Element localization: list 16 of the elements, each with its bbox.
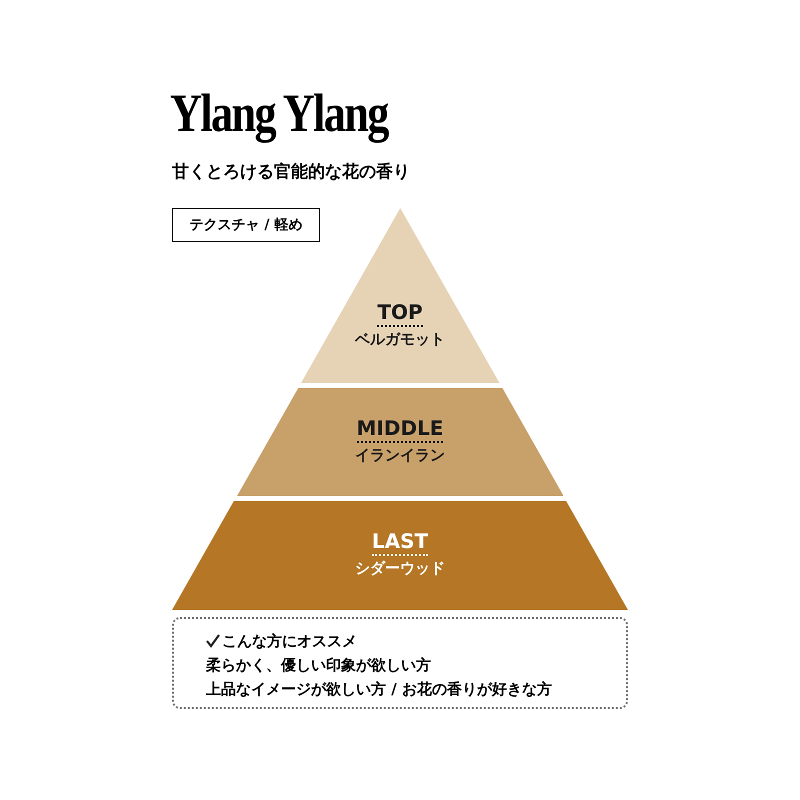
tier-heading: LAST [372, 529, 428, 556]
recommendation-box [172, 617, 628, 709]
recommendation-text: 柔らかく、優しい印象が欲しい方 [206, 656, 431, 674]
tier-heading: MIDDLE [356, 416, 444, 443]
pyramid-tier [236, 388, 564, 496]
tier-note: シダーウッド [355, 559, 445, 578]
pyramid-tier [172, 501, 628, 610]
title: Ylang Ylang [170, 82, 388, 144]
pyramid-tier [300, 208, 500, 383]
tier-heading: TOP [377, 300, 423, 327]
recommendation-text: 上品なイメージが欲しい方 / お花の香りが好きな方 [206, 680, 552, 698]
tier-note: イランイラン [354, 446, 445, 465]
tier-note: ベルガモット [354, 330, 445, 349]
subtitle: 甘くとろける官能的な花の香り [172, 161, 410, 183]
recommendation-heading: こんな方にオススメ [222, 632, 357, 650]
texture-tag: テクスチャ / 軽め [172, 208, 320, 242]
